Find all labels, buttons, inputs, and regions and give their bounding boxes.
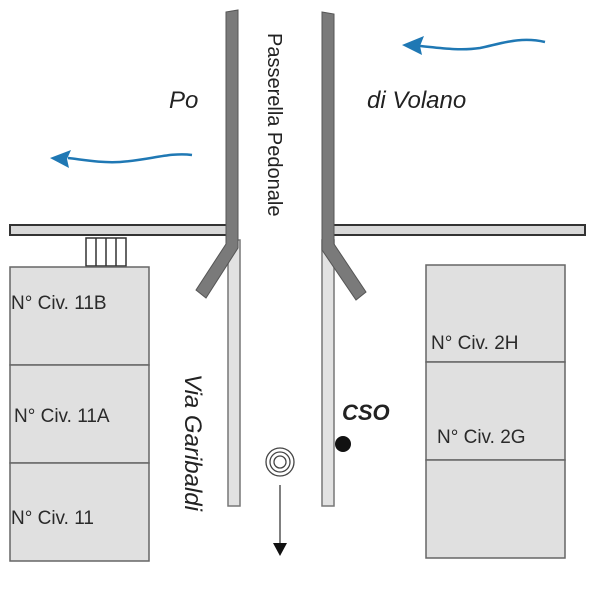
building-11 (9, 462, 150, 562)
embankment-right (332, 224, 586, 236)
cso-point-icon (335, 436, 351, 452)
walkway-rail-left (227, 239, 241, 507)
building-11a (9, 364, 150, 464)
building-label-11a: N° Civ. 11A (14, 406, 110, 427)
river-flow-arrow-left (50, 150, 193, 168)
walkway-label: Passerella Pedonale (263, 33, 285, 217)
flood-wall-left (195, 9, 239, 299)
building-label-2g: N° Civ. 2G (437, 427, 526, 448)
river-label-right: di Volano (367, 87, 467, 114)
cso-label: CSO (342, 400, 390, 425)
building-label-11b: N° Civ. 11B (11, 293, 107, 314)
flood-wall-right (321, 11, 367, 301)
building-label-11: N° Civ. 11 (11, 508, 94, 529)
manhole-icon (265, 447, 295, 477)
embankment-left (9, 224, 233, 236)
drain-direction-icon (273, 485, 287, 556)
building-2g (425, 361, 566, 461)
river-label-left: Po (169, 87, 199, 114)
building-2h (425, 264, 566, 363)
river-flow-arrow-right (402, 36, 546, 55)
street-label: Via Garibaldi (179, 374, 206, 511)
building-unlabeled (425, 459, 566, 559)
building-label-2h: N° Civ. 2H (431, 333, 519, 354)
building-11b (9, 266, 150, 366)
stairs-icon (85, 237, 127, 267)
walkway-rail-right (321, 239, 335, 507)
